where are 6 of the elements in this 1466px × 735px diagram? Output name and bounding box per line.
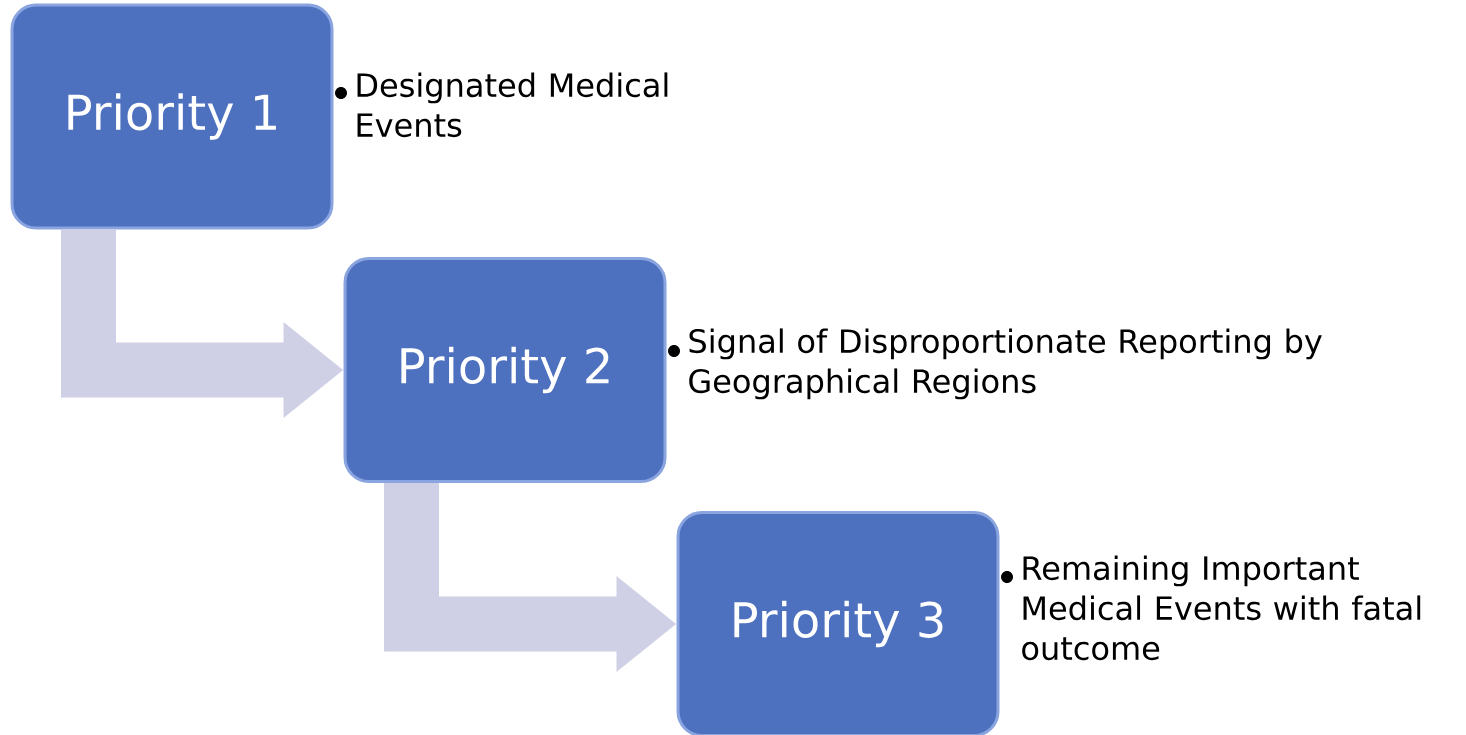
bullet-text: Remaining Important Medical Events with fatal outcome — [1022, 555, 1421, 661]
priority-box: Priority 3 — [676, 511, 1000, 735]
bullet-text: Signal of Disproportionate Reporting by Geographical Regions — [689, 328, 1322, 400]
priority-box: Priority 1 — [10, 3, 334, 230]
bullet-text: Designated Medical Events — [357, 72, 668, 138]
priority-box: Priority 2 — [343, 257, 667, 483]
